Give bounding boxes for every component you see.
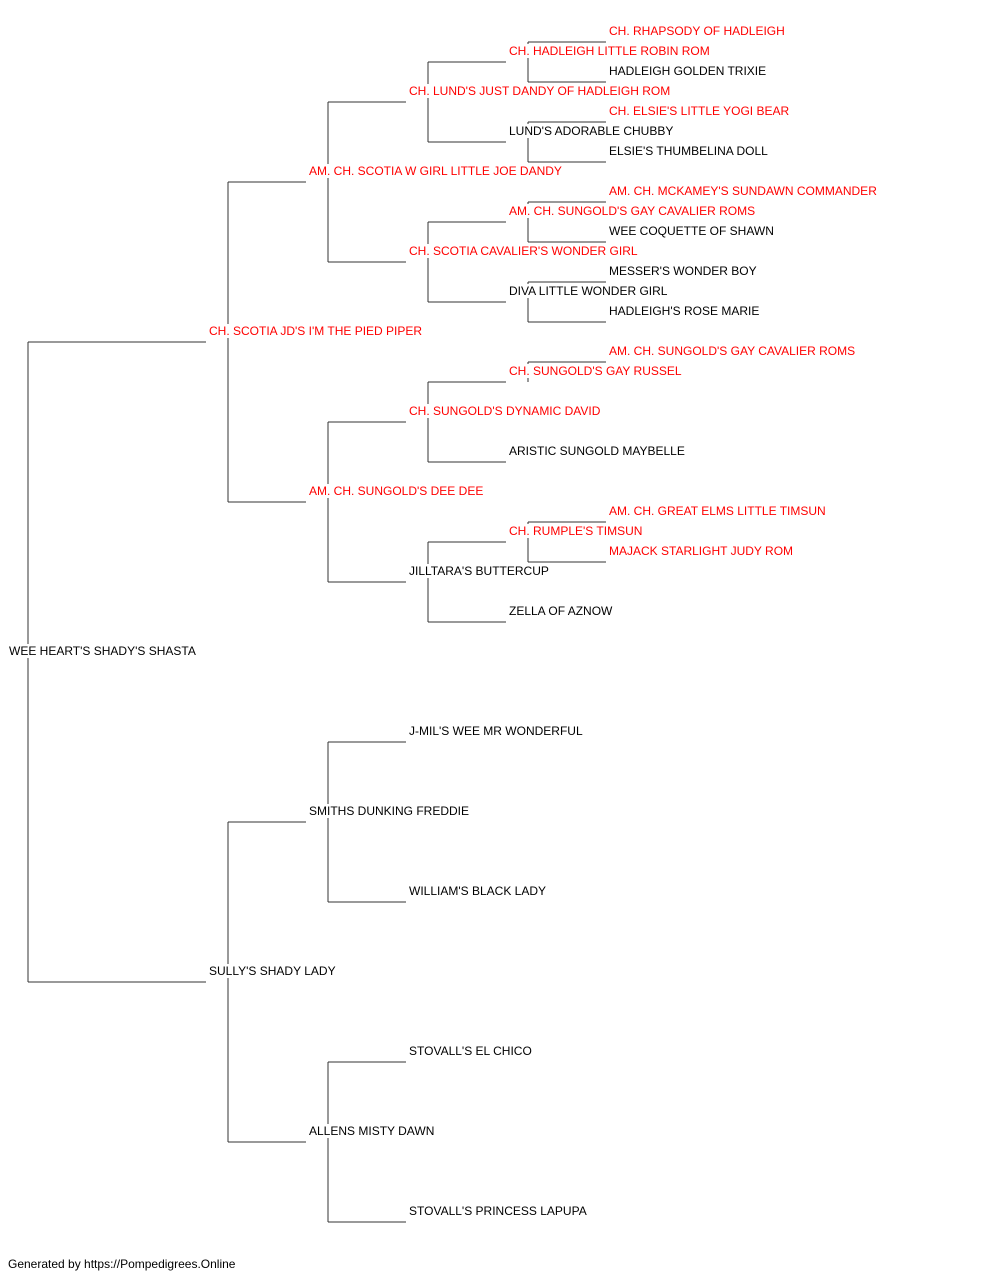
- sire-name: AM. CH. MCKAMEY'S SUNDAWN COMMANDER: [608, 184, 878, 198]
- dam-name: MAJACK STARLIGHT JUDY ROM: [608, 544, 795, 558]
- sire-name: AM. CH. GREAT ELMS LITTLE TIMSUN: [608, 504, 827, 518]
- dam-name: DIVA LITTLE WONDER GIRL: [508, 284, 669, 298]
- dam-name: LUND'S ADORABLE CHUBBY: [508, 124, 675, 138]
- sire-name: CH. SCOTIA JD'S I'M THE PIED PIPER: [208, 324, 424, 338]
- dam-name: JILLTARA'S BUTTERCUP: [408, 564, 550, 578]
- sire-name: CH. RHAPSODY OF HADLEIGH: [608, 24, 786, 38]
- dam-name: HADLEIGH'S ROSE MARIE: [608, 304, 761, 318]
- sire-name: STOVALL'S EL CHICO: [408, 1044, 533, 1058]
- sire-name: AM. CH. SUNGOLD'S GAY CAVALIER ROMS: [508, 204, 757, 218]
- sire-name: J-MIL'S WEE MR WONDERFUL: [408, 724, 584, 738]
- generated-by-footer: Generated by https://Pompedigrees.Online: [8, 1257, 236, 1271]
- sire-name: AM. CH. SCOTIA W GIRL LITTLE JOE DANDY: [308, 164, 563, 178]
- dam-name: WILLIAM'S BLACK LADY: [408, 884, 548, 898]
- sire-name: CH. SUNGOLD'S GAY RUSSEL: [508, 364, 683, 378]
- sire-name: AM. CH. SUNGOLD'S GAY CAVALIER ROMS: [608, 344, 857, 358]
- dam-name: HADLEIGH GOLDEN TRIXIE: [608, 64, 768, 78]
- sire-name: CH. SUNGOLD'S DYNAMIC DAVID: [408, 404, 602, 418]
- sire-name: SMITHS DUNKING FREDDIE: [308, 804, 471, 818]
- sire-name: CH. LUND'S JUST DANDY OF HADLEIGH ROM: [408, 84, 672, 98]
- dam-name: CH. SCOTIA CAVALIER'S WONDER GIRL: [408, 244, 639, 258]
- dam-name: AM. CH. SUNGOLD'S DEE DEE: [308, 484, 485, 498]
- sire-name: CH. HADLEIGH LITTLE ROBIN ROM: [508, 44, 711, 58]
- subject-dog-name: WEE HEART'S SHADY'S SHASTA: [8, 644, 197, 658]
- dam-name: ELSIE'S THUMBELINA DOLL: [608, 144, 769, 158]
- sire-name: MESSER'S WONDER BOY: [608, 264, 758, 278]
- dam-name: ARISTIC SUNGOLD MAYBELLE: [508, 444, 686, 458]
- sire-name: CH. RUMPLE'S TIMSUN: [508, 524, 644, 538]
- dam-name: WEE COQUETTE OF SHAWN: [608, 224, 775, 238]
- dam-name: ALLENS MISTY DAWN: [308, 1124, 436, 1138]
- sire-name: CH. ELSIE'S LITTLE YOGI BEAR: [608, 104, 791, 118]
- dam-name: SULLY'S SHADY LADY: [208, 964, 337, 978]
- dam-name: ZELLA OF AZNOW: [508, 604, 614, 618]
- dam-name: STOVALL'S PRINCESS LAPUPA: [408, 1204, 588, 1218]
